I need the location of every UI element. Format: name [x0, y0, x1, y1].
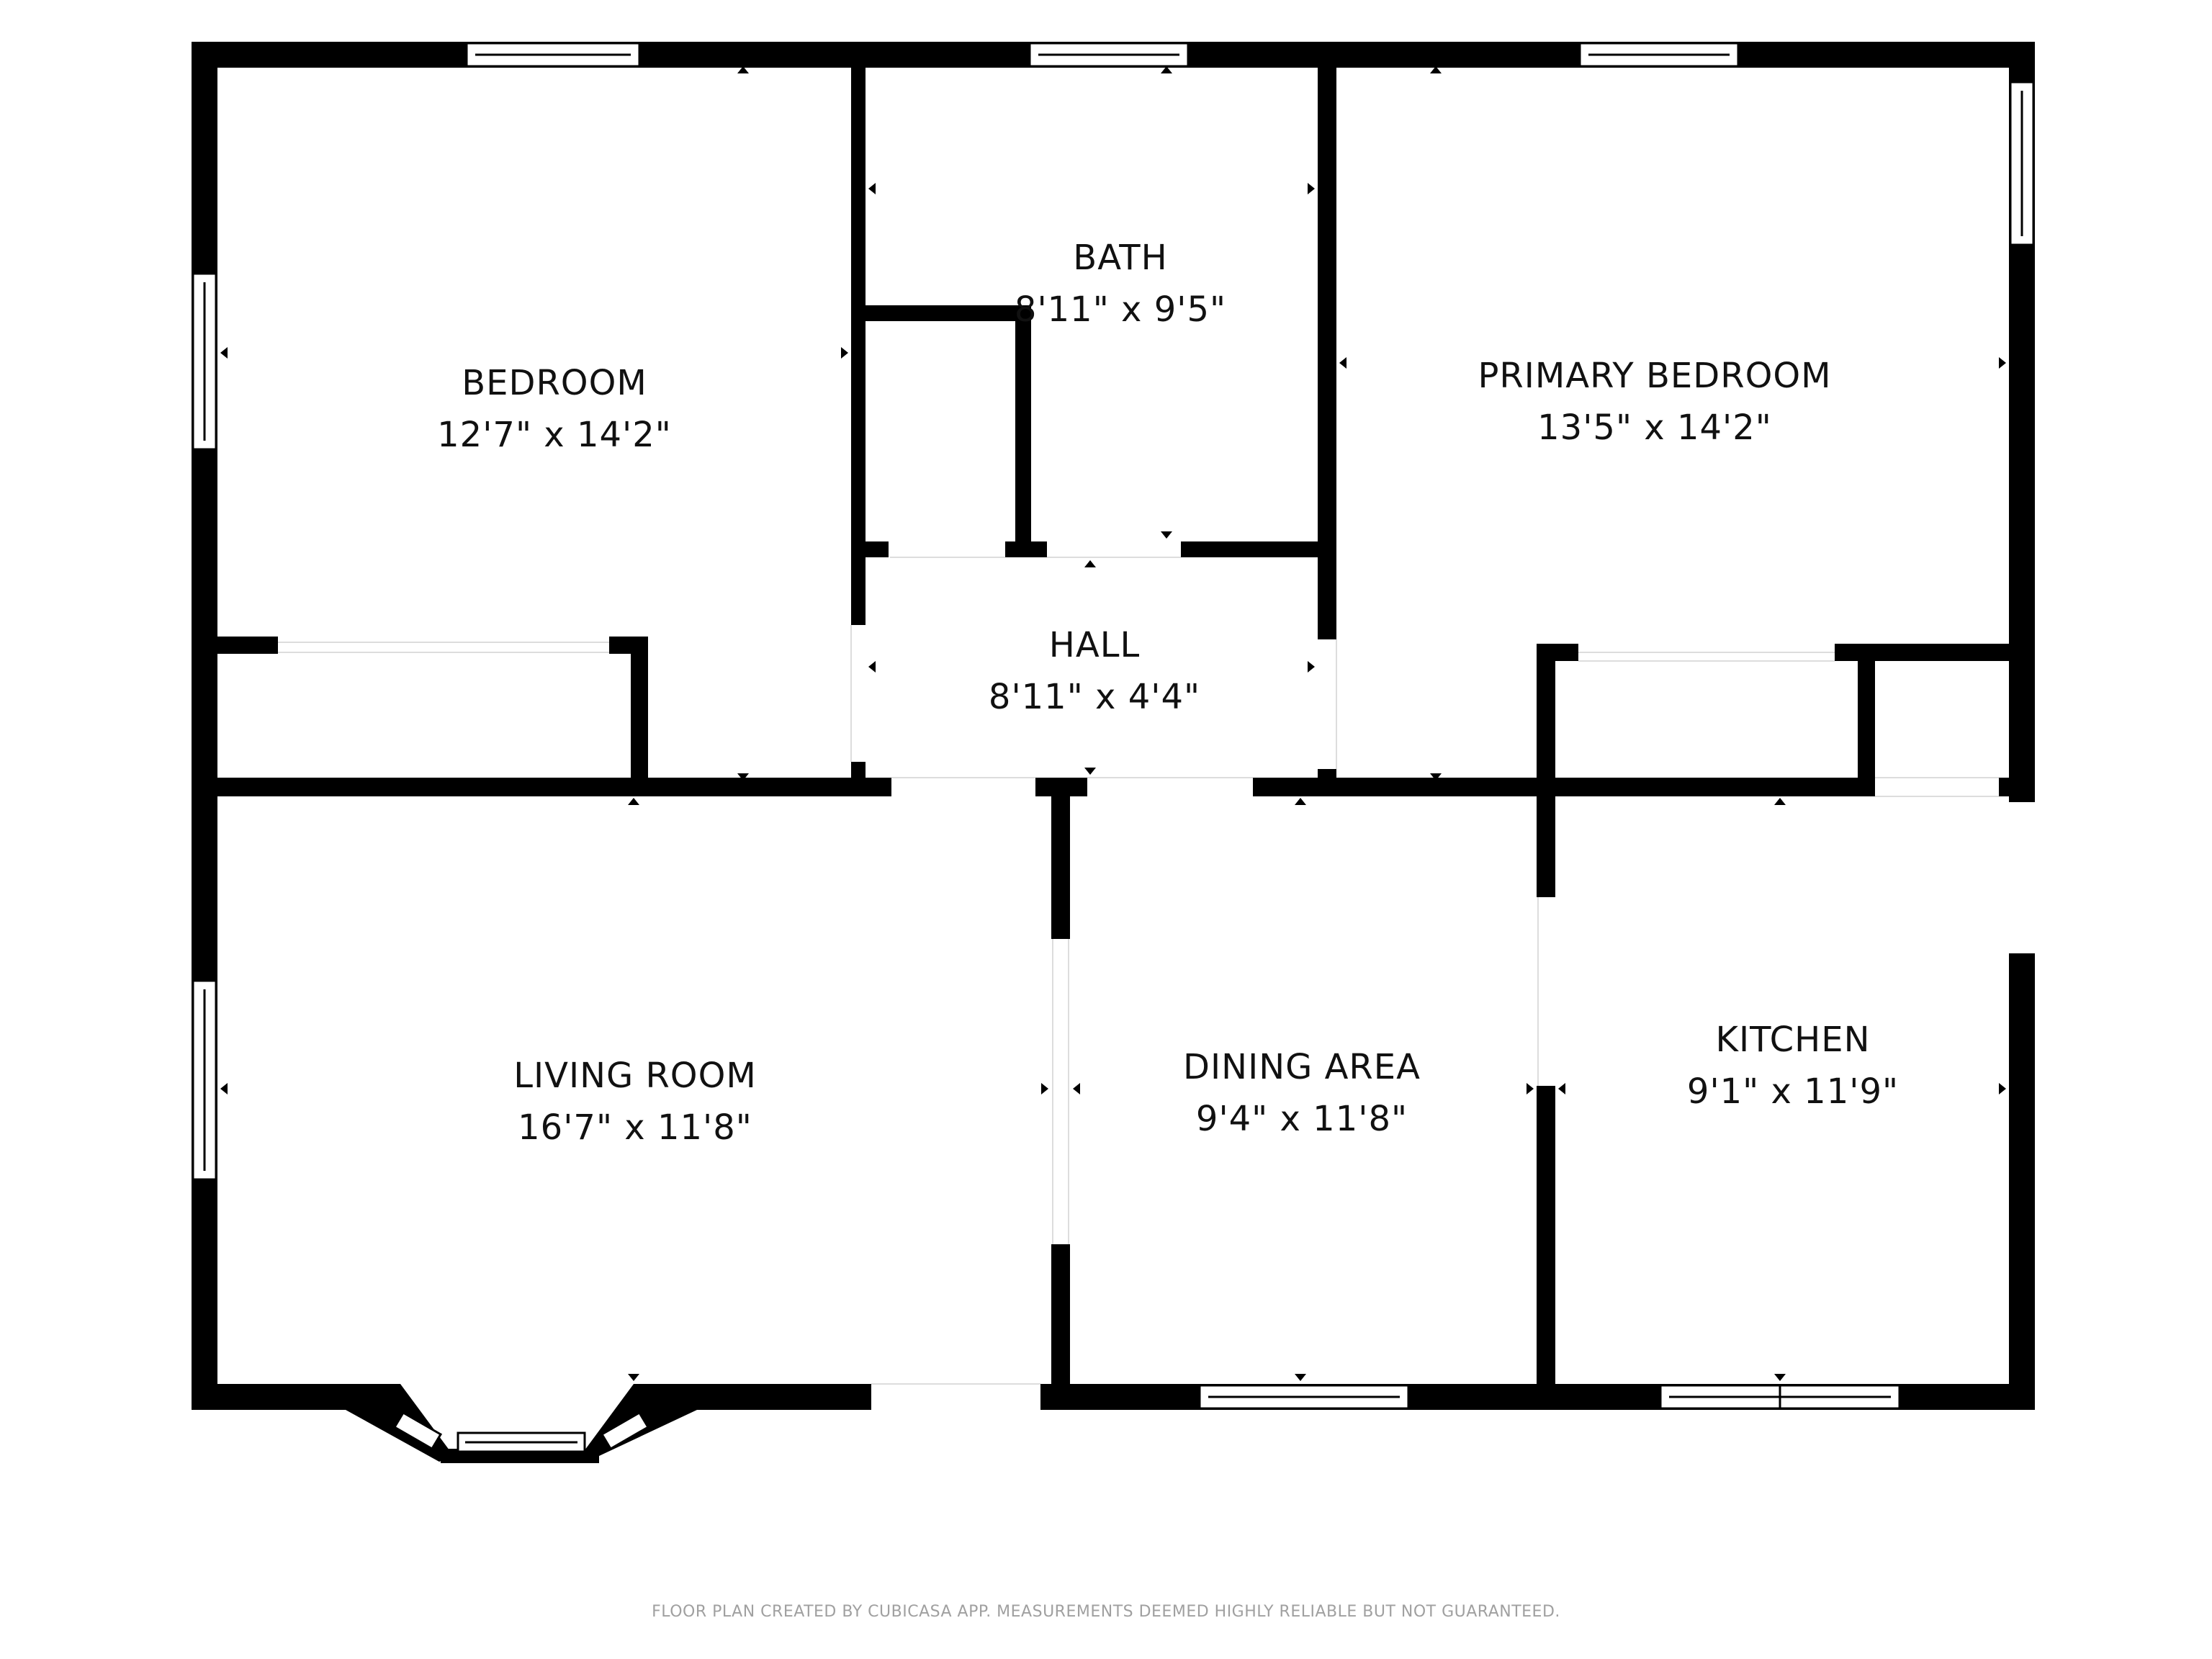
wall-bath-closet-side — [1015, 305, 1031, 557]
opening-lines — [278, 557, 1999, 1385]
room-name-kitchen: KITCHEN — [1716, 1020, 1871, 1060]
room-dimensions-dining-area: 9'4" x 11'8" — [1196, 1099, 1408, 1139]
wall-living-dining-upper — [1051, 778, 1070, 939]
room-bedroom: BEDROOM 12'7" x 14'2" — [437, 363, 672, 455]
wall-bedroom-living — [217, 778, 891, 796]
room-hall: HALL 8'11" x 4'4" — [989, 625, 1200, 717]
opening-right-kitchen — [2006, 802, 2038, 953]
room-name-bath: BATH — [1073, 238, 1167, 278]
wall-primary-closet-left — [1537, 644, 1555, 897]
wall-living-dining-lower — [1051, 1244, 1070, 1410]
room-name-primary-bedroom: PRIMARY BEDROOM — [1478, 356, 1831, 396]
room-kitchen: KITCHEN 9'1" x 11'9" — [1687, 1020, 1899, 1112]
openings — [2006, 802, 2038, 953]
room-bath: BATH 8'11" x 9'5" — [1015, 238, 1226, 330]
room-name-living-room: LIVING ROOM — [513, 1056, 757, 1096]
wall-kitchen-right-stub — [1999, 778, 2035, 796]
outer-wall-right — [2009, 42, 2035, 1410]
room-living-room: LIVING ROOM 16'7" x 11'8" — [513, 1056, 757, 1148]
room-dimensions-living-room: 16'7" x 11'8" — [518, 1107, 752, 1148]
room-dimensions-bedroom: 12'7" x 14'2" — [437, 415, 672, 455]
wall-dining-kitchen-lower — [1537, 1086, 1555, 1410]
wall-bedroom-closet-top — [217, 637, 278, 654]
wall-primary-closet-right — [1858, 644, 1875, 796]
wall-bath-bottom-c — [1181, 541, 1332, 557]
room-name-bedroom: BEDROOM — [462, 363, 647, 403]
room-dimensions-bath: 8'11" x 9'5" — [1015, 289, 1226, 330]
wall-bath-closet-top — [866, 305, 1031, 321]
wall-bath-bottom-b — [1005, 541, 1047, 557]
room-dining-area: DINING AREA 9'4" x 11'8" — [1183, 1047, 1421, 1139]
wall-primary-closet-top-a — [1537, 644, 1578, 661]
wall-hall-bottom-right — [1253, 778, 1541, 796]
room-dimensions-primary-bedroom: 13'5" x 14'2" — [1537, 408, 1772, 448]
room-name-hall: HALL — [1049, 625, 1140, 665]
wall-bedroom-closet-side — [631, 637, 648, 795]
outer-wall-left — [192, 42, 217, 1410]
wall-bedroom-bath — [851, 42, 866, 625]
room-dimensions-kitchen: 9'1" x 11'9" — [1687, 1071, 1899, 1112]
wall-bath-bottom-a — [851, 541, 889, 557]
room-name-dining-area: DINING AREA — [1183, 1047, 1421, 1087]
wall-bath-primary — [1318, 42, 1336, 639]
windows — [192, 42, 2035, 1453]
footer-disclaimer: FLOOR PLAN CREATED BY CUBICASA APP. MEAS… — [652, 1603, 1560, 1621]
dimension-markers — [220, 66, 2006, 1381]
window-bay-left — [392, 1411, 443, 1451]
room-primary-bedroom: PRIMARY BEDROOM 13'5" x 14'2" — [1478, 356, 1831, 448]
wall-primary-kitchen — [1537, 778, 1875, 796]
window-bay-right — [600, 1411, 650, 1451]
room-dimensions-hall: 8'11" x 4'4" — [989, 677, 1200, 717]
